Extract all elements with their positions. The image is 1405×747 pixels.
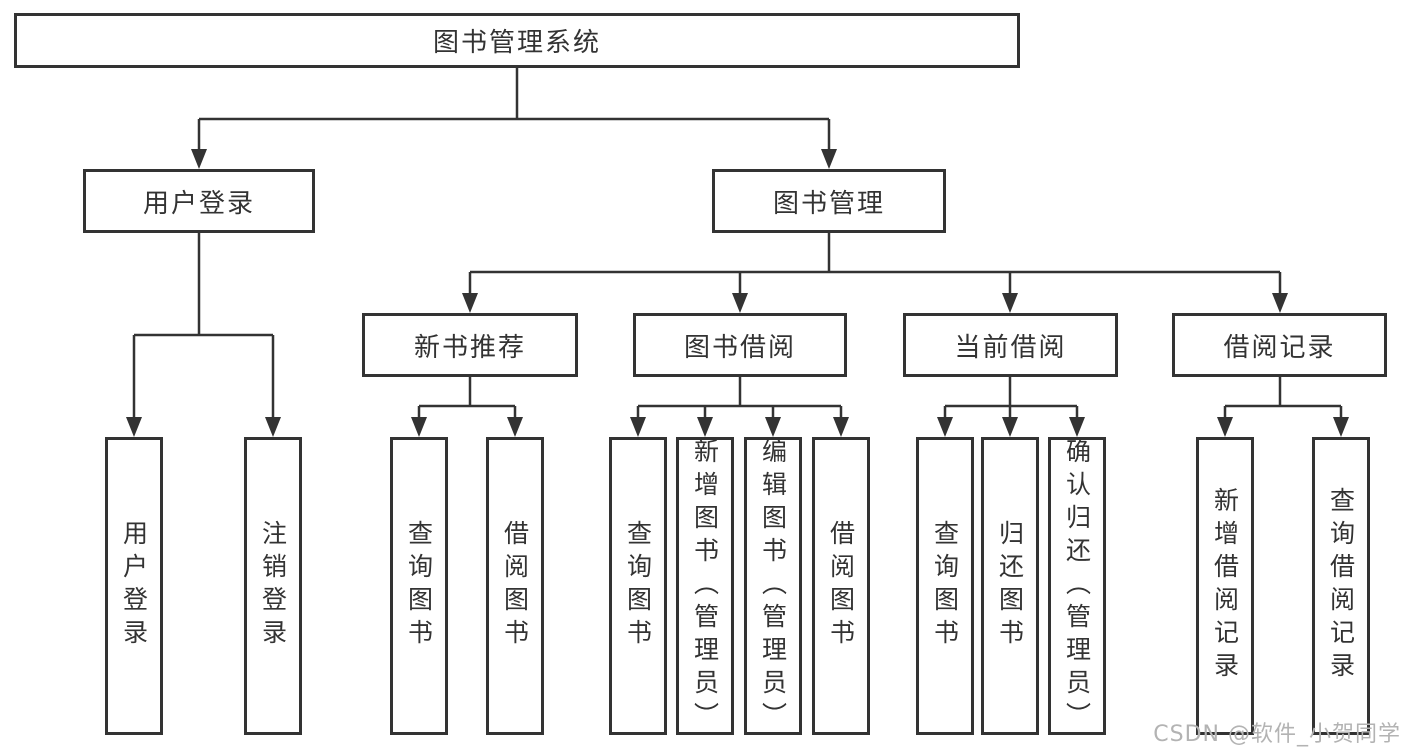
- node-query-books-current: 查询图书: [916, 437, 974, 735]
- node-label: 当前借阅: [954, 332, 1067, 363]
- node-query-borrow-record: 查询借阅记录: [1312, 437, 1370, 735]
- node-label: 查询图书: [623, 520, 653, 652]
- node-borrowing-records: 借阅记录: [1172, 313, 1387, 377]
- node-label: 用户登录: [142, 188, 255, 219]
- node-label: 归还图书: [995, 520, 1025, 652]
- node-label: 图书管理系统: [432, 28, 601, 58]
- node-add-book-admin: 新增图书（管理员）: [676, 437, 734, 735]
- node-new-book-recommendation: 新书推荐: [362, 313, 578, 377]
- node-borrow-books-borrow: 借阅图书: [812, 437, 870, 735]
- node-label: 查询借阅记录: [1326, 487, 1356, 685]
- node-logout-login: 注销登录: [244, 437, 302, 735]
- node-label: 查询图书: [404, 520, 434, 652]
- node-library-system: 图书管理系统: [14, 13, 1020, 68]
- node-label: 新书推荐: [413, 332, 526, 363]
- watermark: CSDN @软件_小贺同学: [1153, 722, 1401, 747]
- node-book-management: 图书管理: [712, 169, 946, 233]
- node-label: 图书管理: [772, 188, 885, 219]
- node-user-login-group: 用户登录: [83, 169, 315, 233]
- node-label: 新增借阅记录: [1210, 487, 1240, 685]
- node-confirm-return-admin: 确认归还（管理员）: [1048, 437, 1106, 735]
- node-label: 图书借阅: [683, 332, 796, 363]
- node-add-borrow-record: 新增借阅记录: [1196, 437, 1254, 735]
- node-book-borrowing: 图书借阅: [633, 313, 847, 377]
- node-label: 注销登录: [258, 520, 288, 652]
- node-current-borrowing: 当前借阅: [903, 313, 1118, 377]
- node-edit-book-admin: 编辑图书（管理员）: [744, 437, 802, 735]
- node-label: 用户登录: [119, 520, 149, 652]
- node-label: 新增图书（管理员）: [690, 437, 720, 735]
- node-label: 借阅图书: [500, 520, 530, 652]
- node-label: 借阅记录: [1223, 332, 1336, 363]
- node-label: 确认归还（管理员）: [1062, 437, 1092, 735]
- node-query-books-borrow: 查询图书: [609, 437, 667, 735]
- node-return-books: 归还图书: [981, 437, 1039, 735]
- node-borrow-books-newrec: 借阅图书: [486, 437, 544, 735]
- node-user-login: 用户登录: [105, 437, 163, 735]
- node-label: 查询图书: [930, 520, 960, 652]
- node-query-books-newrec: 查询图书: [390, 437, 448, 735]
- node-label: 借阅图书: [826, 520, 856, 652]
- node-label: 编辑图书（管理员）: [758, 437, 788, 735]
